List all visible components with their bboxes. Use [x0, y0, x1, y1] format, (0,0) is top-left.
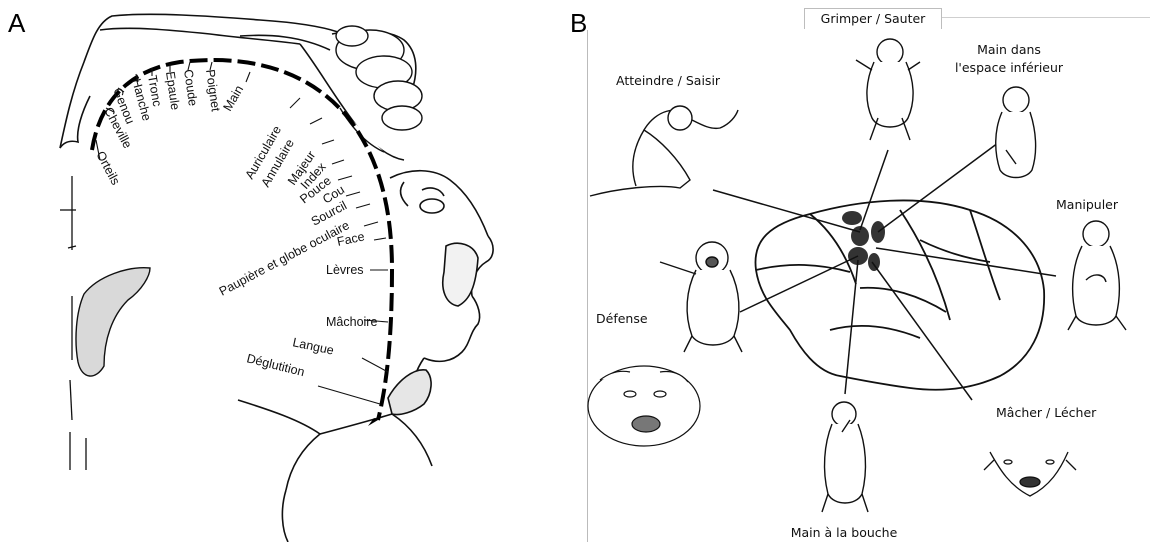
label-manipulate: Manipuler	[1056, 197, 1118, 213]
panel-b: B	[560, 0, 1150, 542]
monkey-face-drawing	[588, 366, 700, 446]
homunculus-face-drawing	[390, 171, 493, 392]
monkey-defense-drawing	[660, 242, 742, 352]
connection-lines	[713, 140, 1056, 400]
label-machoire: Mâchoire	[326, 315, 377, 329]
label-orteils: Orteils	[93, 149, 122, 187]
label-climb-jump: Grimper / Sauter	[804, 11, 942, 27]
label-main: Main	[220, 83, 246, 114]
label-epaule: Epaule	[163, 70, 182, 111]
label-hand-lower-space-line2: l'espace inférieur	[934, 60, 1084, 76]
homunculus-tongue-drawing	[238, 370, 432, 542]
panel-a: A	[0, 0, 560, 542]
label-levres: Lèvres	[326, 263, 364, 277]
monkey-hand-mouth-drawing	[822, 402, 868, 512]
label-langue: Langue	[291, 335, 335, 357]
label-defense: Défense	[596, 311, 648, 327]
brain-drawing	[755, 200, 1044, 389]
label-chew-lick: Mâcher / Lécher	[996, 405, 1096, 421]
monkey-climb-drawing	[856, 39, 920, 140]
label-hand-lower-space-line1: Main dans	[934, 42, 1084, 58]
monkey-reach-drawing	[590, 106, 738, 196]
label-coude: Coude	[181, 68, 200, 106]
label-deglutition: Déglutition	[245, 351, 306, 379]
monkey-lower-space-drawing	[996, 87, 1036, 178]
monkey-chew-drawing	[984, 452, 1076, 496]
label-paupiere: Paupière et globe oculaire	[217, 218, 352, 299]
label-reach-grasp: Atteindre / Saisir	[616, 73, 720, 89]
monkey-manipulate-drawing	[1068, 221, 1126, 330]
label-hand-to-mouth: Main à la bouche	[774, 525, 914, 541]
homunculus-figure: Orteils Cheville Genou Hanche Tronc Epau…	[0, 0, 560, 542]
stippled-region	[76, 268, 150, 376]
